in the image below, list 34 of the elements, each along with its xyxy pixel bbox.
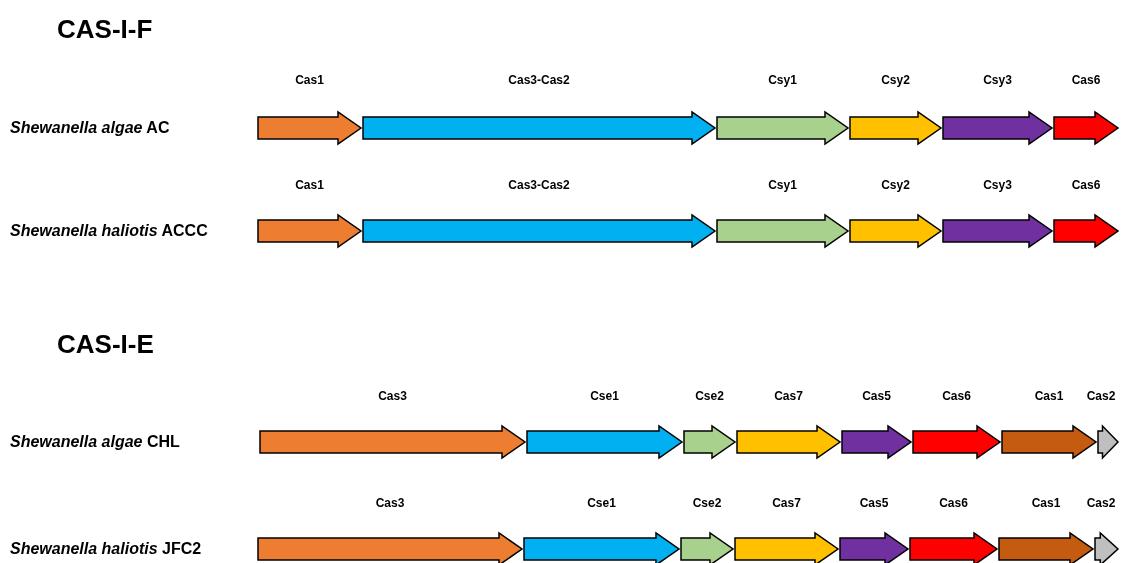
gene-label: Cas5 (862, 389, 891, 403)
gene-label: Cas5 (859, 496, 889, 510)
gene-label: Cas7 (772, 496, 801, 510)
section-heading: CAS-I-F (57, 14, 153, 45)
species-label: Shewanella haliotis JFC2 (10, 540, 202, 558)
gene-label: Cas2 (1086, 389, 1116, 403)
species-label: Shewanella algae CHL (10, 433, 180, 451)
gene-label: Cse1 (587, 496, 616, 510)
gene-label: Cas7 (774, 389, 803, 403)
gene-label: Cas1 (1034, 389, 1064, 403)
gene-label: Cas3-Cas2 (508, 73, 570, 87)
gene-label: Cas1 (295, 178, 324, 192)
gene-label: Csy1 (768, 73, 797, 87)
gene-label: Cas3-Cas2 (508, 178, 570, 192)
gene-label: Csy3 (983, 73, 1012, 87)
gene-label: Csy2 (881, 73, 910, 87)
gene-label: Cas3 (378, 389, 407, 403)
gene-label: Cse2 (695, 389, 724, 403)
gene-label: Csy2 (881, 178, 910, 192)
gene-label: Cas1 (295, 73, 324, 87)
gene-label: Cas2 (1086, 496, 1116, 510)
species-label: Shewanella haliotis ACCC (10, 222, 208, 240)
gene-label: Cas1 (1031, 496, 1061, 510)
species-label: Shewanella algae AC (10, 119, 170, 137)
gene-label: Csy3 (983, 178, 1012, 192)
gene-label: Cse2 (692, 496, 722, 510)
section-heading: CAS-I-E (57, 329, 154, 360)
gene-label: Cas6 (939, 496, 968, 510)
gene-label: Cas6 (1071, 178, 1101, 192)
gene-label: Cas3 (375, 496, 405, 510)
gene-label: Cas6 (1071, 73, 1101, 87)
gene-label: Cas6 (942, 389, 971, 403)
gene-label: Cse1 (590, 389, 619, 403)
gene-label: Csy1 (768, 178, 797, 192)
